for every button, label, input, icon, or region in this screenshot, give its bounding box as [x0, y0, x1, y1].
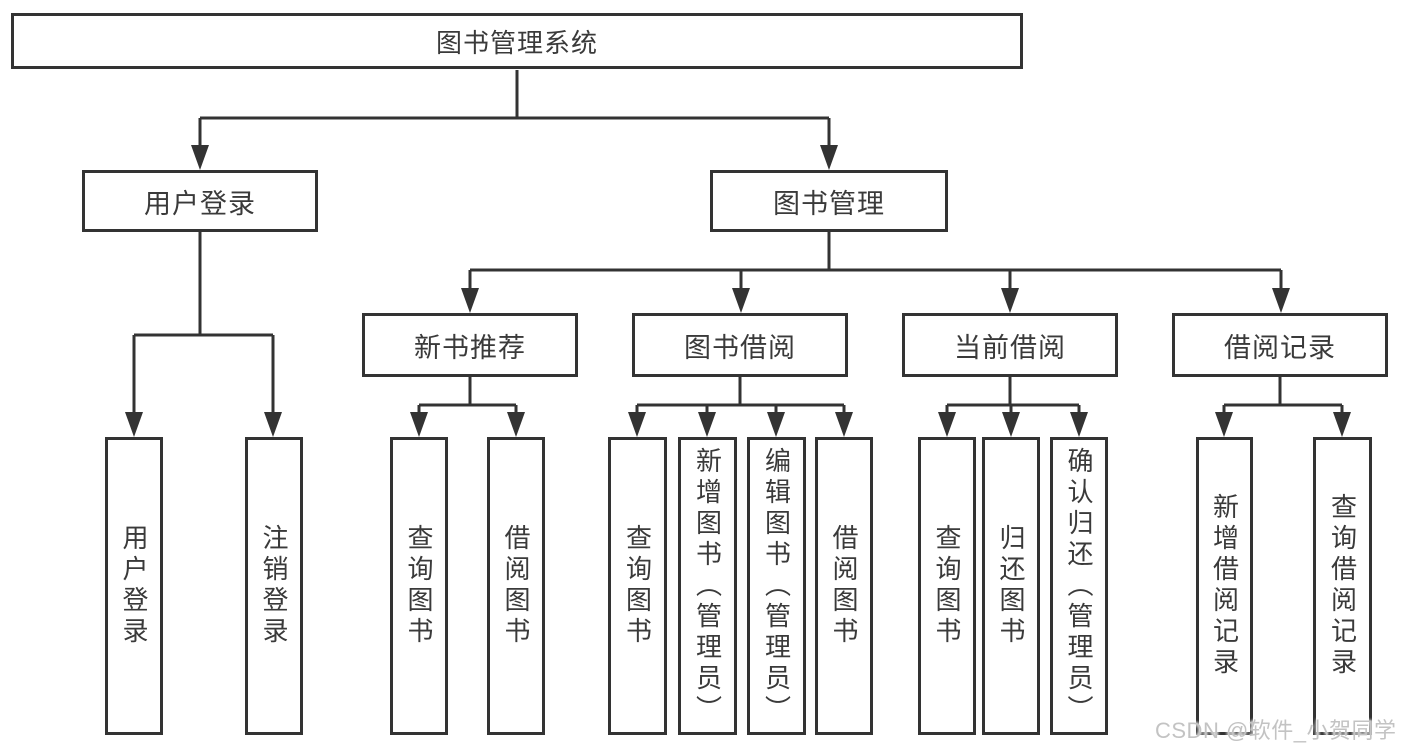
arrow-down-icon	[1070, 412, 1088, 437]
node-label: 编辑图书（管理员）	[761, 446, 792, 726]
node-label: 借阅图书	[501, 524, 531, 648]
node-current-return-books: 归还图书	[982, 437, 1040, 735]
node-user-login-action: 用户登录	[105, 437, 163, 735]
node-book-management: 图书管理	[710, 170, 948, 232]
csdn-watermark: CSDN @软件_小贺同学	[1155, 718, 1397, 743]
arrow-down-icon	[1001, 288, 1019, 313]
arrow-down-icon	[1272, 288, 1290, 313]
node-label: 查询图书	[932, 524, 962, 648]
node-label: 确认归还（管理员）	[1064, 446, 1094, 726]
arrow-down-icon	[628, 412, 646, 437]
node-label: 新书推荐	[414, 332, 526, 363]
node-label: 查询借阅记录	[1327, 493, 1358, 679]
node-label: 用户登录	[119, 524, 149, 648]
node-label: 图书管理系统	[435, 27, 598, 58]
node-newbook-query-books: 查询图书	[390, 437, 448, 735]
connector-new-book-branch	[417, 377, 518, 412]
arrow-down-icon	[461, 288, 479, 313]
node-borrow-record: 借阅记录	[1172, 313, 1388, 377]
arrow-down-icon	[732, 288, 750, 313]
arrow-down-icon	[410, 412, 428, 437]
node-record-add-record: 新增借阅记录	[1196, 437, 1253, 735]
node-label: 图书借阅	[684, 332, 796, 363]
node-borrow-add-books-admin: 新增图书（管理员）	[678, 437, 737, 735]
connector-root-to-level2	[198, 70, 831, 145]
arrow-down-icon	[1215, 412, 1233, 437]
connector-current-borrow-branch	[945, 377, 1081, 412]
connector-user-login-branch	[132, 232, 275, 412]
connector-book-borrow-branch	[635, 377, 846, 412]
node-label: 查询图书	[404, 524, 434, 648]
arrow-down-icon	[507, 412, 525, 437]
node-label: 新增图书（管理员）	[692, 446, 723, 726]
arrowheads	[125, 145, 1351, 437]
node-new-book-recommend: 新书推荐	[362, 313, 578, 377]
node-borrow-edit-books-admin: 编辑图书（管理员）	[747, 437, 806, 735]
arrow-down-icon	[938, 412, 956, 437]
arrow-down-icon	[820, 145, 838, 170]
node-label: 借阅记录	[1224, 332, 1336, 363]
node-current-borrow: 当前借阅	[902, 313, 1118, 377]
node-label: 注销登录	[259, 524, 289, 648]
connector-lines	[132, 70, 1344, 412]
node-label: 归还图书	[996, 524, 1026, 648]
connector-book-management-branch	[468, 232, 1283, 288]
arrow-down-icon	[191, 145, 209, 170]
node-current-confirm-return-admin: 确认归还（管理员）	[1050, 437, 1108, 735]
node-label: 查询图书	[622, 524, 653, 648]
node-label: 用户登录	[144, 188, 256, 219]
arrow-down-icon	[1333, 412, 1351, 437]
arrow-down-icon	[698, 412, 716, 437]
node-user-login: 用户登录	[82, 170, 318, 232]
node-borrow-query-books: 查询图书	[608, 437, 667, 735]
connector-borrow-record-branch	[1222, 377, 1344, 412]
arrow-down-icon	[264, 412, 282, 437]
node-newbook-borrow-books: 借阅图书	[487, 437, 545, 735]
node-book-borrow: 图书借阅	[632, 313, 848, 377]
node-root-system: 图书管理系统	[11, 13, 1023, 69]
arrow-down-icon	[1002, 412, 1020, 437]
node-label: 图书管理	[773, 188, 885, 219]
node-label: 当前借阅	[954, 332, 1066, 363]
node-current-query-books: 查询图书	[918, 437, 976, 735]
node-record-query-record: 查询借阅记录	[1313, 437, 1372, 735]
arrow-down-icon	[125, 412, 143, 437]
node-logout: 注销登录	[245, 437, 303, 735]
arrow-down-icon	[767, 412, 785, 437]
arrow-down-icon	[835, 412, 853, 437]
node-label: 新增借阅记录	[1209, 493, 1240, 679]
node-borrow-borrow-books: 借阅图书	[815, 437, 873, 735]
node-label: 借阅图书	[829, 524, 859, 648]
